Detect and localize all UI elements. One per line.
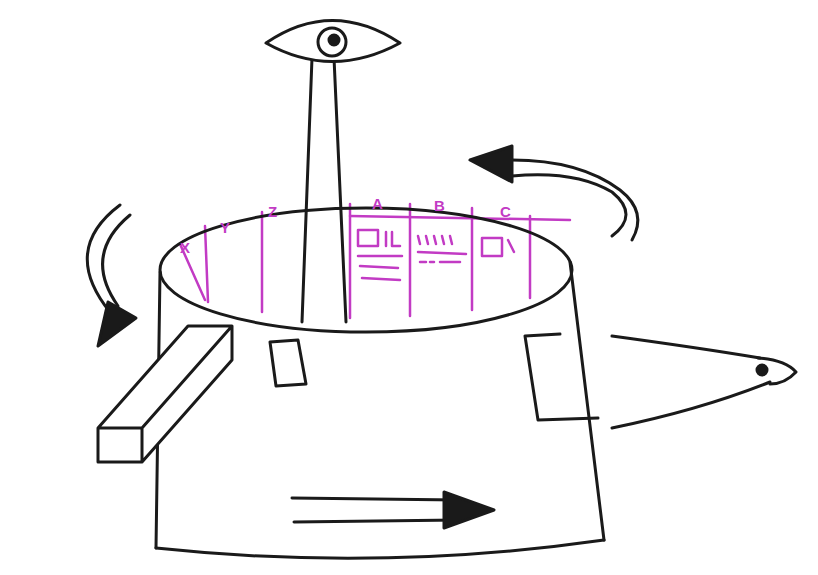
motion-arrow xyxy=(292,498,458,522)
eye-iris xyxy=(318,28,346,56)
side-eye-pupil xyxy=(757,365,767,375)
stalk xyxy=(302,58,346,322)
panel-letter: C xyxy=(500,204,511,219)
eye-beam xyxy=(612,336,770,428)
arrow-head xyxy=(98,302,136,346)
drum-bottom xyxy=(156,540,604,558)
top-rim xyxy=(160,208,572,332)
front-window xyxy=(270,340,306,386)
arrow-head xyxy=(470,146,512,182)
arrow-head xyxy=(444,492,494,528)
top-eye xyxy=(266,21,400,62)
drum-side xyxy=(570,262,604,540)
panel-letter: Z xyxy=(268,204,277,219)
panel-letter: B xyxy=(434,198,445,213)
protruding-box xyxy=(98,326,232,462)
panel-letter: X xyxy=(180,240,190,255)
eye-pupil xyxy=(329,35,339,45)
side-eye xyxy=(758,358,796,384)
rotation-arrow xyxy=(512,160,638,240)
rotation-arrow xyxy=(87,205,130,312)
side-window xyxy=(525,334,598,420)
panel-letter: A xyxy=(372,196,383,211)
panel-letter: Y xyxy=(220,220,230,235)
